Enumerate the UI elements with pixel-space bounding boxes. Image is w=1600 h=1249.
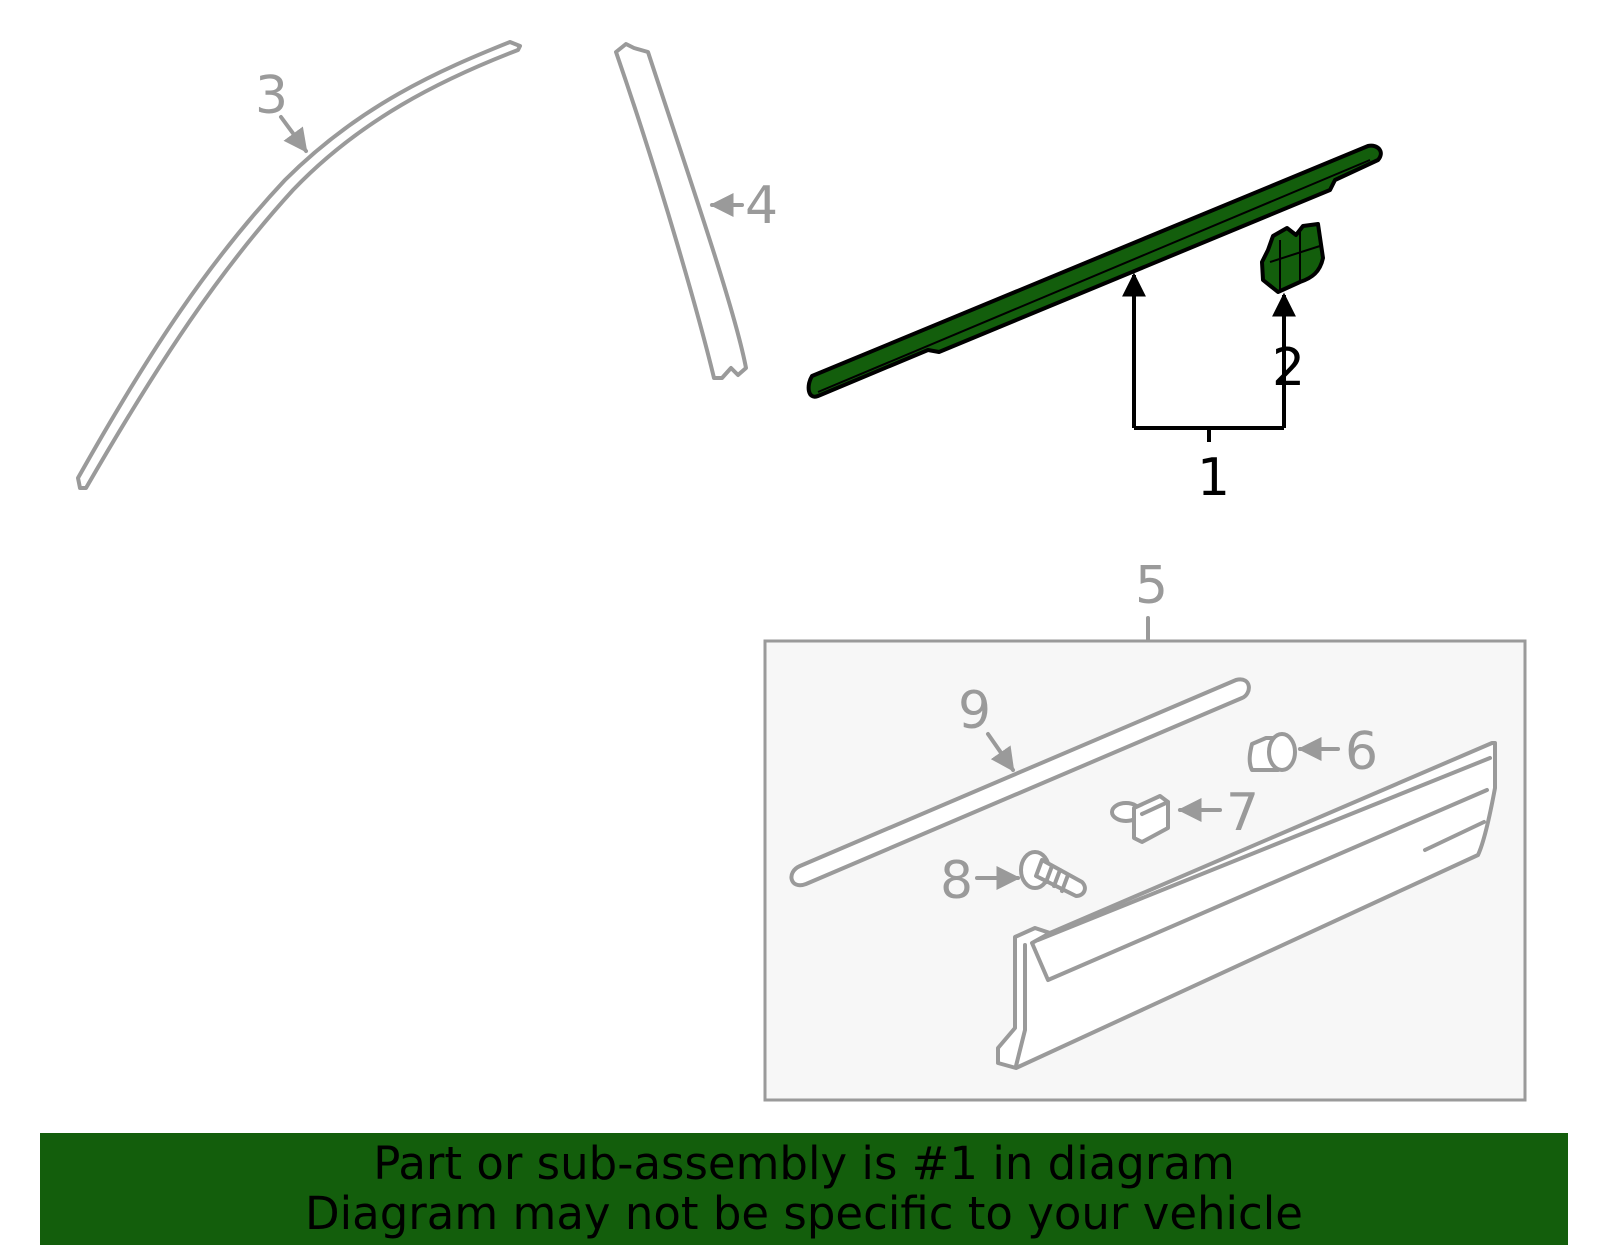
callout-5: 5: [1135, 556, 1168, 616]
callout-9: 9: [958, 681, 991, 741]
part-8-screw: [1019, 850, 1087, 898]
callout-1: 1: [1197, 448, 1230, 508]
part-4-pillar-garnish: [614, 42, 748, 380]
info-banner: Part or sub-assembly is #1 in diagram Di…: [40, 1133, 1568, 1245]
callout-3: 3: [255, 66, 288, 126]
callout-1-bracket: [1122, 272, 1296, 442]
banner-line-1: Part or sub-assembly is #1 in diagram: [373, 1137, 1235, 1190]
banner-line-2: Diagram may not be specific to your vehi…: [305, 1187, 1303, 1240]
leader-9: [986, 732, 1015, 772]
part-7-clip: [1110, 794, 1170, 844]
callout-7: 7: [1226, 783, 1259, 843]
part-3-roof-molding: [76, 40, 522, 490]
callout-6: 6: [1345, 722, 1378, 782]
callout-4: 4: [745, 176, 778, 236]
part-6-grommet: [1247, 732, 1297, 772]
door-side-molding: [996, 741, 1497, 1070]
callout-2: 2: [1272, 338, 1305, 398]
part-1-belt-molding: [806, 143, 1383, 399]
leader-3: [279, 115, 308, 153]
part-2-molding-clip: [1260, 222, 1325, 294]
part-9-protector-strip: [789, 677, 1251, 888]
callout-8: 8: [940, 851, 973, 911]
